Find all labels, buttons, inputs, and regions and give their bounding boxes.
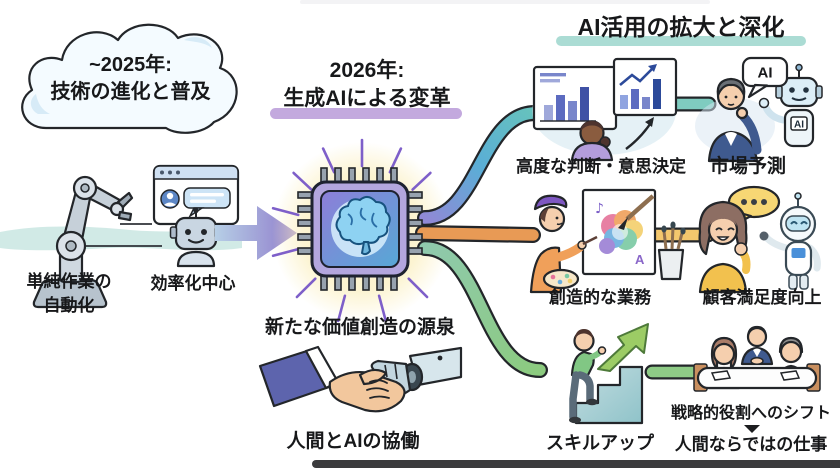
strategic-shift-line1: 戦略的役割へのシフト [670,405,831,422]
highlight-teal-underline [556,36,806,46]
simple-automation-label: 単純作業の 自動化 [26,272,112,315]
skill-up-label: スキルアップ [546,433,654,453]
highlight-purple-underline [270,108,462,119]
market-forecast-label: 市場予測 [709,156,786,177]
creative-work-illustration: ♪ A [529,188,686,294]
era-future-title: AI活用の拡大と深化 [577,14,785,40]
top-edge-artifact [300,0,710,4]
era-past-line2: 技術の進化と普及 [50,81,211,103]
market-forecast-illustration: AI AI [695,56,823,163]
era-present-line2: 生成AIによる変革 [283,87,451,110]
down-arrow-icon [744,425,760,433]
chatbot-illustration [152,164,240,268]
strategic-shift-line2: 人間ならではの仕事 [674,435,828,454]
efficiency-label: 効率化中心 [150,274,236,293]
value-creation-label: 新たな価値創造の源泉 [264,317,455,338]
era-present-title: 2026年: 生成AIによる変革 [257,57,477,113]
strategy-meeting-illustration [693,325,821,392]
era-past-line1: ~2025年: [89,54,172,76]
bottom-edge-bar [312,460,840,468]
advanced-judgment-label: 高度な判断・意思決定 [516,157,686,176]
cloud-2025-shape [21,23,238,134]
human-ai-handshake-illustration [258,345,463,413]
customer-satisfaction-illustration [698,185,821,294]
customer-satisfaction-label: 顧客満足度向上 [702,288,822,307]
robot-arm-illustration [32,175,134,309]
human-ai-collab-label: 人間とAIの協働 [286,431,420,452]
canvas-letter-glyph: A [635,252,645,267]
creative-work-label: 創造的な業務 [549,288,651,307]
ai-chip-brain-icon [297,167,423,291]
era-present-line1: 2026年: [329,59,405,82]
advanced-judgment-illustration [532,57,678,162]
canvas-note-glyph: ♪ [595,201,604,217]
era-past-title: ~2025年: 技術の進化と普及 [28,52,233,106]
robot-speech-bubble-text: AI [758,65,773,82]
skill-up-illustration [569,323,649,425]
robot-chest-badge: AI [794,120,804,131]
